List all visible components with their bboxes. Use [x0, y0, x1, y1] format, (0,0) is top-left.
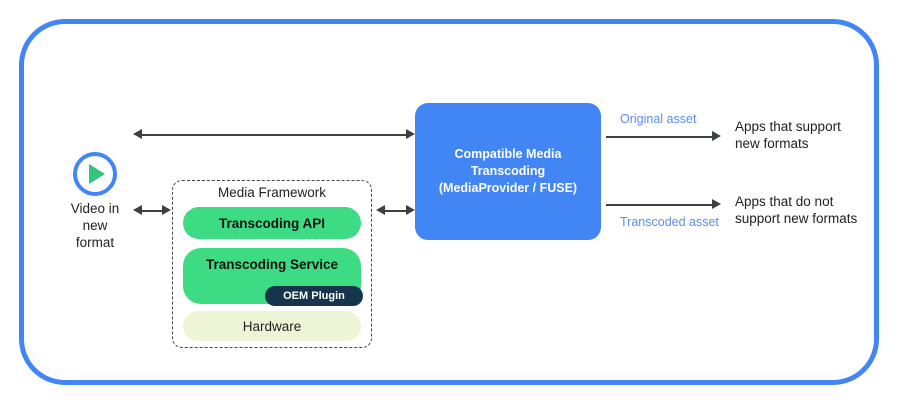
connector-framework-arrowhead-left — [376, 205, 385, 215]
hardware-box[interactable]: Hardware — [183, 311, 361, 341]
connector-transcoded-asset-arrowhead — [712, 199, 721, 209]
apps-not-supporting-line2: support new formats — [735, 211, 858, 226]
play-triangle-icon — [89, 164, 105, 184]
compatible-media-transcoding-box[interactable]: Compatible Media Transcoding (MediaProvi… — [415, 103, 601, 240]
cmt-line1: Compatible Media — [454, 147, 562, 161]
transcoded-asset-label: Transcoded asset — [620, 215, 719, 229]
transcoding-service-label: Transcoding Service — [205, 257, 339, 272]
apps-not-supporting-line1: Apps that do not — [735, 194, 834, 209]
connector-original-asset-line — [606, 136, 713, 138]
connector-original-asset-arrowhead — [712, 131, 721, 141]
connector-source-arrowhead-left — [133, 205, 142, 215]
connector-source-arrowhead-right — [162, 205, 171, 215]
cmt-line2: Transcoding — [470, 164, 546, 178]
cmt-line3: (MediaProvider / FUSE) — [438, 181, 578, 195]
connector-framework-arrowhead-right — [406, 205, 415, 215]
oem-plugin-badge[interactable]: OEM Plugin — [265, 286, 363, 306]
media-framework-group — [172, 180, 372, 348]
video-source-label: Video in new format — [45, 200, 145, 251]
video-source-label-line1: Video in — [70, 201, 120, 216]
apps-not-supporting-label: Apps that do not support new formats — [735, 193, 857, 227]
media-framework-title: Media Framework — [217, 185, 327, 200]
connector-transcoded-asset-line — [606, 204, 713, 206]
connector-top-arrowhead-right — [406, 129, 415, 139]
apps-supporting-label: Apps that support new formats — [735, 118, 841, 152]
compatible-media-transcoding-text: Compatible Media Transcoding (MediaProvi… — [433, 146, 583, 197]
apps-supporting-line1: Apps that support — [735, 119, 841, 134]
original-asset-label: Original asset — [620, 112, 697, 126]
video-source-label-line2: new — [82, 218, 108, 233]
apps-supporting-line2: new formats — [735, 136, 809, 151]
outer-frame — [19, 19, 879, 385]
connector-source-line — [142, 210, 162, 212]
transcoding-api-box[interactable]: Transcoding API — [183, 207, 361, 239]
connector-top-arrowhead-left — [133, 129, 142, 139]
play-circle-icon — [73, 152, 117, 196]
connector-top-line — [142, 134, 406, 136]
video-source-label-line3: format — [75, 235, 115, 250]
connector-framework-line — [385, 210, 406, 212]
